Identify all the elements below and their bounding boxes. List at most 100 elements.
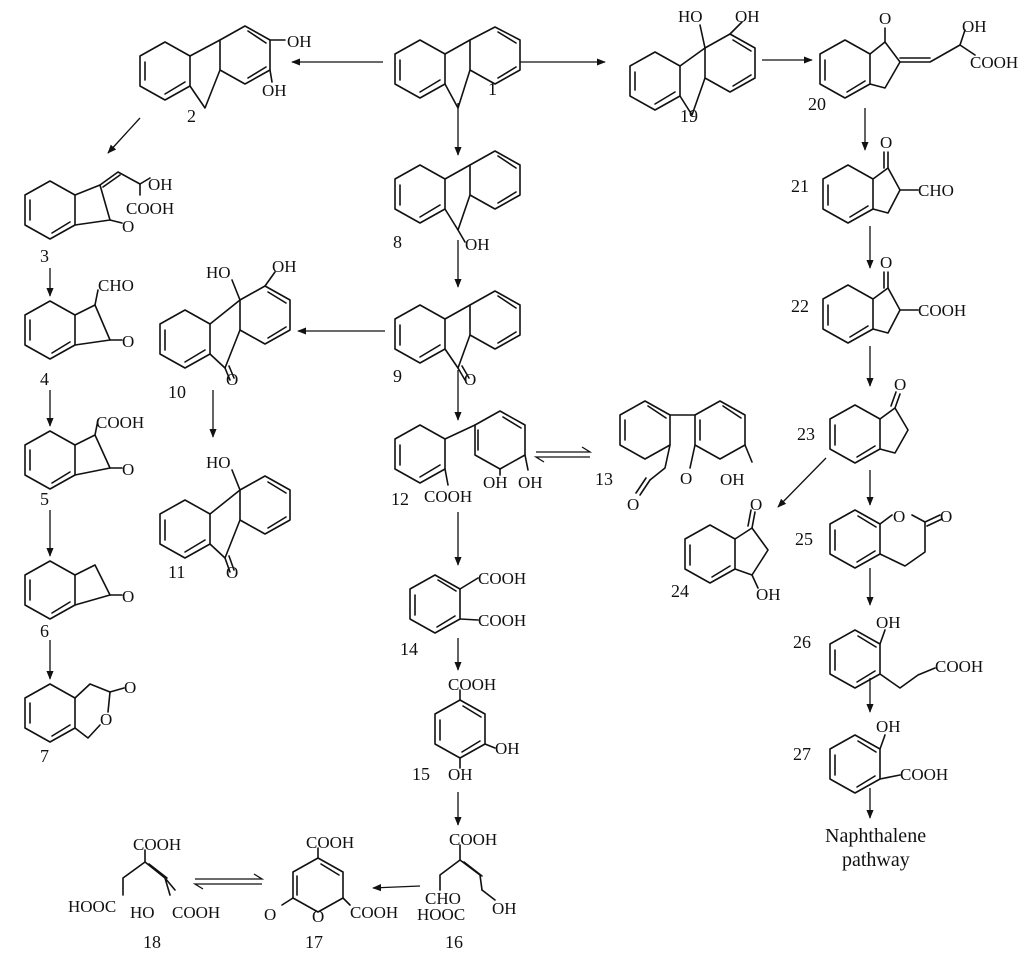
compound-10-o: O	[226, 370, 238, 389]
compound-16-cooh: COOH	[449, 830, 497, 849]
compound-14: COOH COOH 14	[400, 569, 526, 659]
compound-15: COOH OH OH 15	[412, 675, 520, 784]
compound-5-cooh: COOH	[96, 413, 144, 432]
compound-26-number: 26	[793, 632, 811, 652]
compound-10: HO OH O 10	[159, 257, 297, 402]
compound-22-number: 22	[791, 296, 809, 316]
compound-25: O O 25	[795, 507, 952, 569]
compound-19-oh: OH	[735, 7, 760, 26]
compound-14-cooh-1: COOH	[478, 569, 526, 588]
compound-25-carbonyl-o: O	[940, 507, 952, 526]
compound-17-cooh-2: COOH	[350, 903, 398, 922]
compound-1: 1	[394, 26, 521, 109]
compound-23: O 23	[797, 375, 909, 464]
compound-23-number: 23	[797, 424, 815, 444]
compound-22: O COOH 22	[791, 253, 966, 344]
compound-16: COOH CHO HOOC OH 16	[417, 830, 517, 952]
compound-20-oh: OH	[962, 17, 987, 36]
compound-25-ring-o: O	[893, 507, 905, 526]
compound-16-number: 16	[445, 932, 463, 952]
compound-16-oh: OH	[492, 899, 517, 918]
compound-27: OH COOH 27	[793, 717, 948, 794]
compound-6: O 6	[24, 560, 134, 641]
compound-3-oh: OH	[148, 175, 173, 194]
pathway-label: pathway	[842, 849, 910, 871]
compound-24-o: O	[750, 495, 762, 514]
compound-18-hooc: HOOC	[68, 897, 116, 916]
compound-27-number: 27	[793, 744, 811, 764]
compound-17-cooh-1: COOH	[306, 833, 354, 852]
compound-20-cooh: COOH	[970, 53, 1018, 72]
compound-4-o: O	[122, 332, 134, 351]
compound-20-o: O	[879, 9, 891, 28]
compound-4: CHO O 4	[24, 276, 134, 389]
compound-11-ho: HO	[206, 453, 231, 472]
compound-24: O OH 24	[671, 495, 781, 604]
compound-15-number: 15	[412, 764, 430, 784]
compound-17: COOH O O COOH 17	[264, 833, 398, 952]
compound-4-cho: CHO	[98, 276, 134, 295]
compound-1-number: 1	[488, 79, 497, 99]
compound-7-number: 7	[40, 746, 49, 766]
compound-13-oh: OH	[720, 470, 745, 489]
compound-7-ring-o: O	[100, 710, 112, 729]
compound-6-o: O	[122, 587, 134, 606]
compound-21: O CHO 21	[791, 133, 954, 224]
compound-9: O 9	[393, 290, 521, 389]
compound-15-oh-2: OH	[448, 765, 473, 784]
compound-3-number: 3	[40, 246, 49, 266]
compound-25-number: 25	[795, 529, 813, 549]
compound-18-number: 18	[143, 932, 161, 952]
compound-8-number: 8	[393, 232, 402, 252]
compound-3-cooh: COOH	[126, 199, 174, 218]
compound-27-oh: OH	[876, 717, 901, 736]
compound-22-o: O	[880, 253, 892, 272]
compound-10-oh: OH	[272, 257, 297, 276]
equilibrium-17-18	[192, 873, 265, 890]
compound-11-number: 11	[168, 562, 185, 582]
compound-21-number: 21	[791, 176, 809, 196]
compound-2-number: 2	[187, 106, 196, 126]
arrow-16-to-17	[372, 884, 421, 892]
compound-19-ho: HO	[678, 7, 703, 26]
compound-5: COOH O 5	[24, 413, 144, 509]
compound-13: O O OH 13	[595, 400, 753, 514]
reaction-arrows	[46, 56, 874, 892]
compound-20-number: 20	[808, 94, 826, 114]
compound-13-carbonyl-o: O	[627, 495, 639, 514]
compound-12-cooh: COOH	[424, 487, 472, 506]
compound-5-number: 5	[40, 489, 49, 509]
compound-6-number: 6	[40, 621, 49, 641]
compound-26-cooh: COOH	[935, 657, 983, 676]
compound-12: COOH OH OH 12	[391, 410, 543, 509]
compound-8: OH 8	[393, 150, 521, 254]
compound-7-carbonyl-o: O	[124, 678, 136, 697]
compound-12-oh-1: OH	[483, 473, 508, 492]
compound-2: OH OH 2	[139, 25, 312, 126]
compound-21-cho: CHO	[918, 181, 954, 200]
compound-20: O OH COOH 20	[808, 9, 1018, 114]
compound-14-number: 14	[400, 639, 418, 659]
compound-16-cho: CHO	[425, 889, 461, 908]
compound-11: HO O 11	[159, 453, 291, 582]
arrow-2-to-3	[107, 117, 141, 154]
compound-13-number: 13	[595, 469, 613, 489]
compound-13-ring-o: O	[680, 469, 692, 488]
compound-17-number: 17	[305, 932, 323, 952]
compound-24-oh: OH	[756, 585, 781, 604]
compound-26-oh: OH	[876, 613, 901, 632]
arrow-23-to-24	[777, 457, 827, 508]
compound-14-cooh-2: COOH	[478, 611, 526, 630]
compound-4-number: 4	[40, 369, 49, 389]
compound-8-oh: OH	[465, 235, 490, 254]
compound-7: O O 7	[24, 678, 136, 766]
compound-27-cooh: COOH	[900, 765, 948, 784]
compound-22-cooh: COOH	[918, 301, 966, 320]
compound-11-o: O	[226, 563, 238, 582]
compound-3-o: O	[122, 217, 134, 236]
compound-5-o: O	[122, 460, 134, 479]
compound-16-hooc: HOOC	[417, 905, 465, 924]
compound-18-cooh-2: COOH	[172, 903, 220, 922]
compound-18: COOH HOOC HO COOH 18	[68, 835, 220, 952]
